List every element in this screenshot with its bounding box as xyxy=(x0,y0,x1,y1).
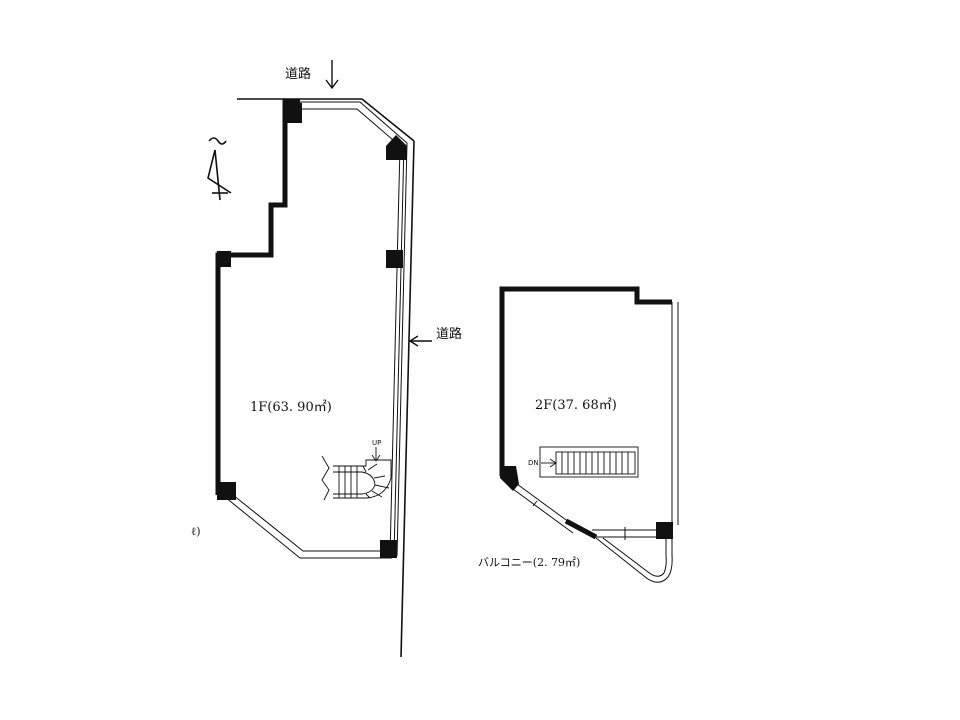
column xyxy=(380,540,397,558)
road-line-right xyxy=(361,98,415,142)
road-lines xyxy=(237,98,415,658)
floor2-plan: DN 2F(37. 68㎡) バルコニー(2. 79㎡) xyxy=(478,286,679,583)
floor1-wall xyxy=(215,99,300,495)
floor2-wall-diag xyxy=(564,518,598,540)
floor2-stair xyxy=(539,446,639,478)
road-line-east xyxy=(400,140,415,658)
floor2-wall xyxy=(499,286,672,476)
floor1-stair xyxy=(321,447,392,501)
road-arrow-right xyxy=(408,335,432,347)
road-label-right: 道路 xyxy=(436,326,462,342)
column xyxy=(217,482,236,500)
floor1-plan: UP 1F(63. 90㎡) ℓ) xyxy=(191,99,408,559)
column xyxy=(386,135,407,160)
up-label: UP xyxy=(372,439,381,447)
stray-mark: ℓ) xyxy=(191,525,201,538)
floor1-label: 1F(63. 90㎡) xyxy=(250,400,332,415)
road-label-top: 道路 xyxy=(285,66,311,82)
north-arrow-icon xyxy=(207,137,232,201)
column xyxy=(217,251,231,267)
column xyxy=(386,250,403,268)
dn-label: DN xyxy=(528,459,539,467)
road-arrow-top xyxy=(325,60,339,90)
balcony-label: バルコニー(2. 79㎡) xyxy=(478,556,580,569)
column xyxy=(283,103,302,123)
floor2-label: 2F(37. 68㎡) xyxy=(535,398,617,413)
column xyxy=(500,466,519,491)
column xyxy=(656,522,673,539)
